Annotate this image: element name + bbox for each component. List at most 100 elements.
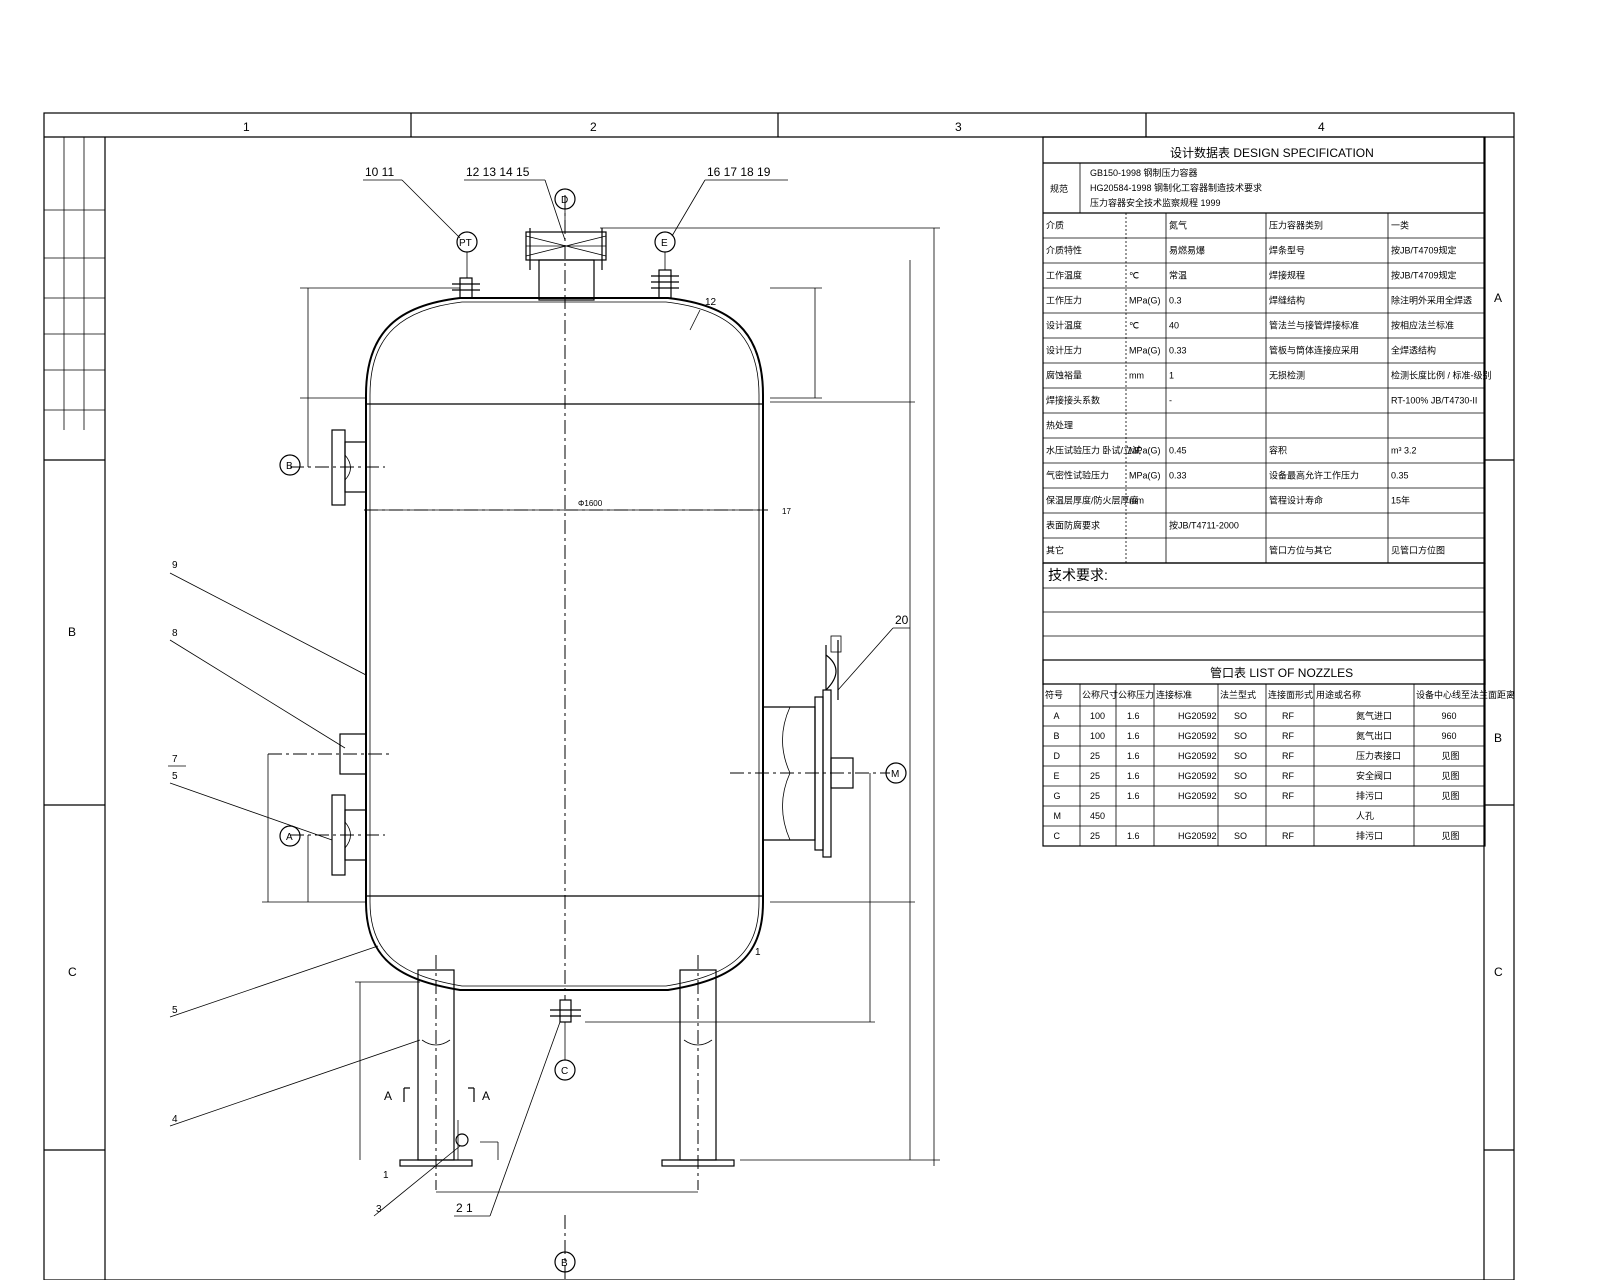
zone-row-b-left: B — [68, 625, 76, 639]
nozzle-cell: HG20592 — [1178, 731, 1217, 741]
nozzle-mark-pt: PT — [459, 238, 472, 249]
nozzle-cell: SO — [1234, 711, 1247, 721]
design-cell: ℃ — [1129, 271, 1139, 281]
design-cell: 常温 — [1169, 270, 1187, 281]
nozzle-c — [550, 999, 581, 1023]
nozzle-markers: PT D E B A M C B — [279, 188, 907, 1273]
design-cell: 设计温度 — [1046, 320, 1082, 331]
zone-col-2: 2 — [590, 120, 597, 134]
callout-3: 3 — [376, 1204, 382, 1215]
nozzle-cell: 25 — [1090, 791, 1100, 801]
design-cell: 40 — [1169, 321, 1179, 331]
nozzle-cell: 1.6 — [1127, 771, 1140, 781]
callout-20: 20 — [895, 613, 909, 627]
design-cell: 管口方位与其它 — [1269, 545, 1332, 556]
callout-1b: 1 — [755, 947, 761, 958]
tech-requirements-label: 技术要求: — [1048, 567, 1108, 583]
nozzle-mark-e: E — [661, 238, 668, 249]
nozzle-mark-m: M — [891, 769, 899, 780]
nozzle-cell: 排污口 — [1356, 830, 1383, 841]
nozzle-cell: SO — [1234, 791, 1247, 801]
design-cell: 焊缝结构 — [1269, 295, 1305, 306]
nozzle-cell: A — [1054, 711, 1060, 721]
design-cell: 按JB/T4711-2000 — [1169, 520, 1239, 531]
section-mark-b: B — [561, 1258, 568, 1269]
nozzle-cell: 25 — [1090, 751, 1100, 761]
design-cell: mm — [1129, 371, 1144, 381]
callout-1a: 1 — [383, 1170, 389, 1181]
design-cell: 容积 — [1269, 445, 1287, 456]
design-cell: 易燃易爆 — [1169, 245, 1205, 256]
callout-5b: 5 — [172, 1005, 178, 1016]
vessel-drawing: A A — [268, 195, 890, 1280]
design-cell: 焊条型号 — [1269, 245, 1305, 256]
design-cell: 焊接接头系数 — [1046, 395, 1100, 406]
design-cell: 设计压力 — [1046, 345, 1082, 356]
design-cell: 热处理 — [1046, 420, 1073, 431]
nozzle-table-title: 管口表 LIST OF NOZZLES — [1210, 665, 1353, 680]
nozzle-top-d — [525, 228, 607, 301]
nozzle-cell: 排污口 — [1356, 790, 1383, 801]
nozzle-cell: 1.6 — [1127, 731, 1140, 741]
design-cell: 压力容器类别 — [1269, 220, 1323, 231]
zone-row-c-left: C — [68, 965, 77, 979]
nozzle-header-cell: 用途或名称 — [1316, 689, 1361, 700]
design-cell: 检测长度比例 / 标准-级别 — [1391, 370, 1492, 381]
design-data-table: 设计数据表 DESIGN SPECIFICATION 规范 GB150-1998… — [1042, 136, 1492, 685]
nozzle-mark-b: B — [286, 461, 293, 472]
design-cell: 氮气 — [1169, 220, 1187, 231]
nozzle-cell: 1.6 — [1127, 751, 1140, 761]
design-cell: 按JB/T4709规定 — [1391, 270, 1457, 281]
zone-col-3: 3 — [955, 120, 962, 134]
zone-row-a-right: A — [1494, 291, 1502, 305]
section-aa: A A — [384, 1087, 490, 1103]
nozzle-cell: 100 — [1090, 711, 1105, 721]
nozzle-header-cell: 设备中心线至法兰面距离 — [1416, 689, 1515, 700]
nozzle-e — [651, 269, 679, 299]
nozzle-header-cell: 连接面形式 — [1268, 689, 1313, 700]
design-cell: 无损检测 — [1269, 370, 1305, 381]
top-head — [365, 297, 764, 396]
design-cell: 腐蚀裕量 — [1046, 370, 1082, 381]
nozzle-cell: 见图 — [1442, 771, 1460, 781]
callout-7: 7 — [172, 754, 178, 765]
design-table-title: 设计数据表 DESIGN SPECIFICATION — [1170, 145, 1374, 160]
nozzle-cell: 1.6 — [1127, 711, 1140, 721]
nozzle-header-cell: 公称压力 — [1118, 689, 1154, 700]
zone-col-4: 4 — [1318, 120, 1325, 134]
design-cell: 设备最高允许工作压力 — [1269, 470, 1359, 481]
spec-row-2: HG20584-1998 钢制化工容器制造技术要求 — [1090, 182, 1262, 193]
nozzle-b — [290, 429, 385, 506]
nozzle-cell: 氮气出口 — [1356, 730, 1392, 741]
design-cell: 工作温度 — [1046, 270, 1082, 281]
design-cell: 15年 — [1391, 495, 1410, 506]
callout-4: 4 — [172, 1114, 178, 1125]
design-cell: 管法兰与接管焊接标准 — [1269, 320, 1359, 331]
design-cell: 全焊透结构 — [1391, 345, 1436, 356]
nozzle-cell: SO — [1234, 731, 1247, 741]
nozzle-cell: 见图 — [1442, 751, 1460, 761]
design-cell: 1 — [1169, 371, 1174, 381]
callout-17-label: 17 — [782, 507, 791, 516]
design-cell: 0.33 — [1169, 471, 1187, 481]
nozzle-cell: SO — [1234, 831, 1247, 841]
nozzle-cell: B — [1054, 731, 1060, 741]
nozzle-cell: 1.6 — [1127, 831, 1140, 841]
nozzle-cell: C — [1054, 831, 1061, 841]
design-cell: 除注明外采用全焊透 — [1391, 295, 1472, 306]
nozzle-cell: HG20592 — [1178, 751, 1217, 761]
callout-9: 9 — [172, 560, 178, 571]
nozzle-cell: HG20592 — [1178, 711, 1217, 721]
nozzle-mark-d: D — [561, 195, 568, 206]
nozzle-cell: 人孔 — [1356, 811, 1374, 821]
design-cell: 气密性试验压力 — [1046, 470, 1109, 481]
design-cell: 按JB/T4709规定 — [1391, 245, 1457, 256]
nozzle-cell: 压力表接口 — [1356, 750, 1401, 761]
design-cell: 0.3 — [1169, 296, 1182, 306]
design-cell: 保温层厚度/防火层厚度 — [1046, 495, 1139, 506]
nozzle-cell: 1.6 — [1127, 791, 1140, 801]
nozzle-cell: HG20592 — [1178, 791, 1217, 801]
drawing-frame: 1 2 3 4 B C A B C — [43, 112, 1515, 1280]
zone-col-1: 1 — [243, 120, 250, 134]
